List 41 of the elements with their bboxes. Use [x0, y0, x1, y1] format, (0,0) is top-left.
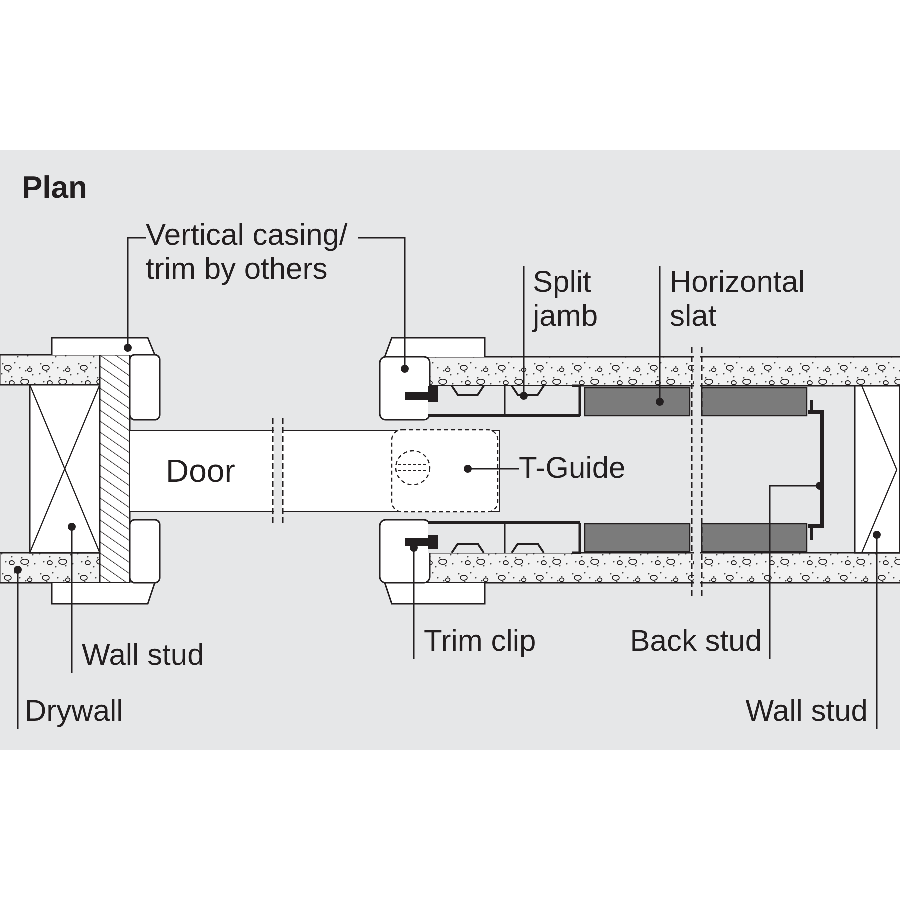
door-jamb [99, 354, 131, 584]
t-guide [391, 428, 499, 512]
part-label: Drywall [18, 695, 124, 729]
split-jamb-profile [428, 522, 582, 554]
leader-line [873, 531, 881, 729]
casing-trim [379, 519, 486, 605]
leader-line [358, 237, 409, 373]
leader-line [124, 237, 146, 352]
drywall-layer [427, 552, 900, 584]
wall-stud [854, 385, 900, 554]
part-label: Wall stud [746, 695, 877, 729]
leader-line [14, 566, 22, 729]
trim-clip [405, 535, 438, 549]
wall-stud [29, 384, 101, 554]
part-label: Horizontal slat [660, 266, 840, 334]
casing-trim [379, 337, 486, 421]
drywall-layer [427, 356, 900, 387]
leader-line [68, 523, 76, 673]
horizontal-slat [701, 523, 808, 553]
horizontal-slat [701, 387, 808, 417]
leader-line [410, 544, 418, 659]
part-label: Split jamb [524, 266, 623, 334]
part-label: Back stud [630, 625, 770, 659]
leader-line [520, 266, 528, 400]
door-panel [130, 430, 500, 512]
drywall-layer [0, 354, 101, 386]
title: Plan [22, 170, 88, 206]
leader-line [656, 266, 664, 406]
horizontal-slat [584, 387, 691, 417]
split-jamb-profile [428, 384, 582, 418]
casing-trim [51, 337, 161, 421]
casing-trim [51, 519, 161, 605]
part-label: Vertical casing/ trim by others [146, 219, 358, 287]
drywall-layer [0, 552, 101, 584]
horizontal-slat [584, 523, 691, 553]
part-label: Trim clip [414, 625, 536, 659]
back-stud [808, 398, 824, 542]
part-label: T-Guide [519, 452, 626, 486]
part-label: Door [166, 452, 236, 490]
part-label: Wall stud [72, 639, 204, 673]
leader-line [464, 465, 519, 473]
